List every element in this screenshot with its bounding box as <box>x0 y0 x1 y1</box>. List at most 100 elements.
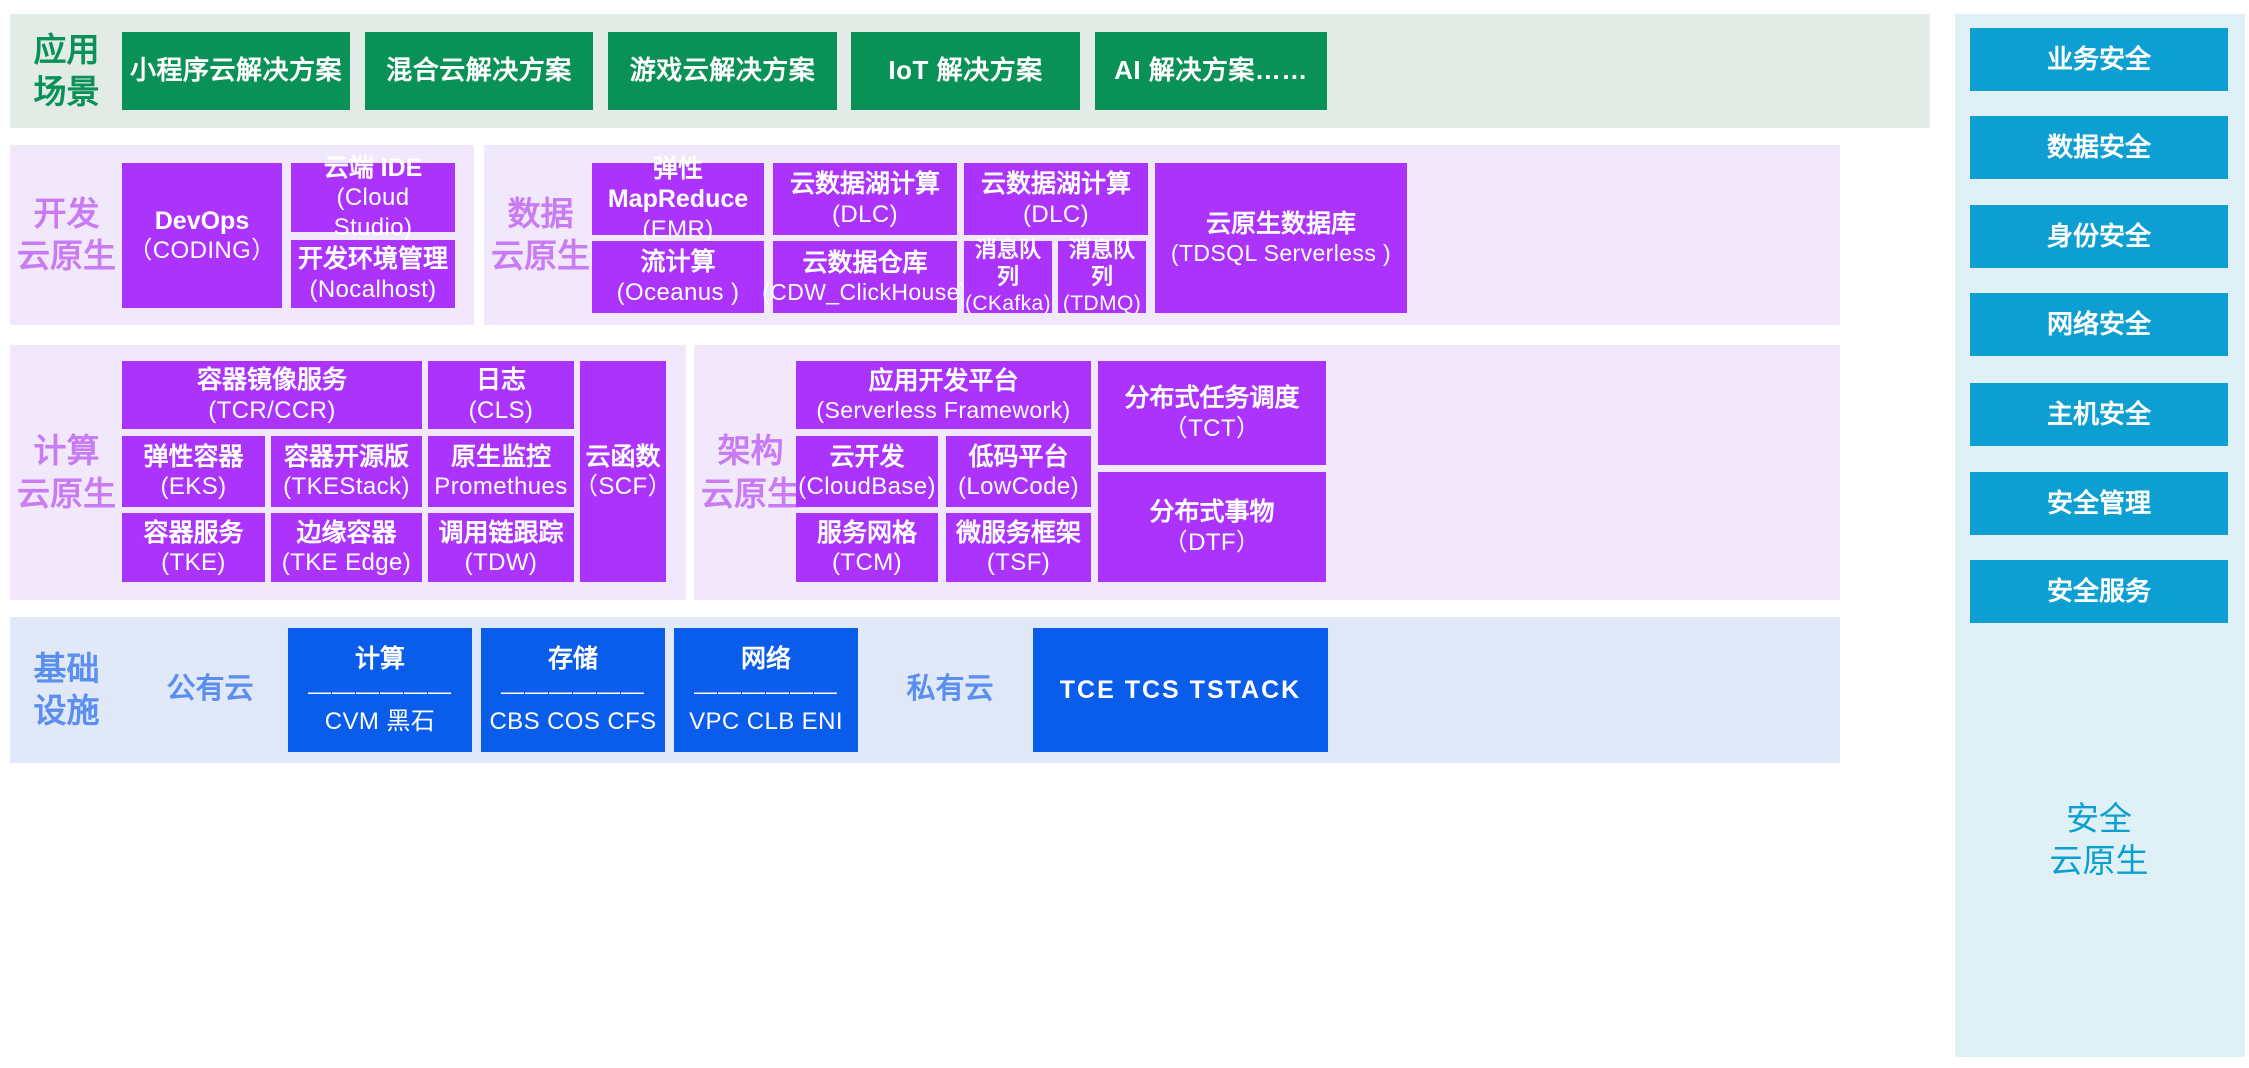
tile-native-monitoring-promethues[interactable]: 原生监控 Promethues <box>428 436 574 507</box>
tile-title: 混合云解决方案 <box>386 55 572 86</box>
tile-subtitle: (CKafka) <box>964 292 1052 316</box>
tile-title: 微服务框架 <box>955 518 1081 547</box>
tile-subtitle: TCE TCS TSTACK <box>1059 675 1302 704</box>
tile-business-security[interactable]: 业务安全 <box>1970 28 2228 91</box>
tile-subtitle: (TKE Edge) <box>281 549 412 577</box>
tile-elastic-container-eks[interactable]: 弹性容器 (EKS) <box>122 436 265 507</box>
row-label-data-native: 数据 云原生 <box>491 194 590 274</box>
tile-title: 云端 IDE <box>323 153 423 182</box>
tile-host-security[interactable]: 主机安全 <box>1970 383 2228 446</box>
tile-title: DevOps <box>154 206 250 235</box>
tile-stream-compute-oceanus[interactable]: 流计算 (Oceanus ) <box>592 241 764 313</box>
tile-elastic-mapreduce-emr[interactable]: 弹性 MapReduce (EMR) <box>592 155 764 243</box>
tile-title: 网络安全 <box>2046 308 2151 339</box>
tile-ai-solution[interactable]: AI 解决方案…… <box>1095 32 1327 110</box>
tile-subtitle: （TCT） <box>1163 414 1261 442</box>
tile-tce-tcs-tstack[interactable]: TCE TCS TSTACK <box>1033 628 1328 752</box>
tile-title: 调用链跟踪 <box>438 518 564 547</box>
tile-container-opensource-tkestack[interactable]: 容器开源版 (TKEStack) <box>271 436 422 507</box>
tile-subtitle: (TCM) <box>832 549 902 577</box>
tile-subtitle: （CODING） <box>128 237 276 265</box>
tile-subtitle: (TDW) <box>464 549 538 577</box>
tile-title: 数据安全 <box>2046 131 2151 162</box>
tile-title: 安全管理 <box>2046 487 2151 518</box>
tile-hybrid-cloud-solution[interactable]: 混合云解决方案 <box>365 32 593 110</box>
tile-subtitle: CBS COS CFS <box>489 707 657 735</box>
tile-subtitle: （SCF） <box>574 473 672 501</box>
row-label-dev-native: 开发 云原生 <box>17 194 116 274</box>
tile-microservice-framework-tsf[interactable]: 微服务框架 (TSF) <box>946 513 1091 582</box>
tile-subtitle: (TDSQL Serverless ) <box>1170 240 1392 267</box>
tile-message-queue-ckafka[interactable]: 消息队列 (CKafka) <box>964 237 1052 315</box>
tile-title: 弹性容器 <box>143 442 244 471</box>
tile-divider: —————— <box>308 677 452 704</box>
tile-title: 低码平台 <box>968 442 1069 471</box>
tile-cloud-data-warehouse-cdw-clickhouse[interactable]: 云数据仓库 (CDW_ClickHouse) <box>762 241 967 313</box>
tile-title: 云开发 <box>829 442 905 471</box>
tile-title: 云原生数据库 <box>1205 209 1356 238</box>
tile-subtitle: CVM 黑石 <box>324 707 436 735</box>
tile-title: 容器镜像服务 <box>196 366 347 395</box>
tile-cloud-ide-cloud-studio[interactable]: 云端 IDE (Cloud Studio) <box>291 154 455 241</box>
tile-title: 容器服务 <box>143 518 244 547</box>
tile-data-lake-compute-dlc-2[interactable]: 云数据湖计算 (DLC) <box>964 163 1148 235</box>
tile-subtitle: (Nocalhost) <box>309 275 437 303</box>
tile-divider: —————— <box>501 677 645 704</box>
tile-identity-security[interactable]: 身份安全 <box>1970 205 2228 268</box>
tile-network-security[interactable]: 网络安全 <box>1970 293 2228 356</box>
row-label-application-scenarios: 应用 场景 <box>33 30 100 110</box>
tile-dev-env-management-nocalhost[interactable]: 开发环境管理 (Nocalhost) <box>291 240 455 308</box>
tile-security-management[interactable]: 安全管理 <box>1970 472 2228 535</box>
tile-security-service[interactable]: 安全服务 <box>1970 560 2228 623</box>
tile-subtitle: (TDMQ) <box>1062 292 1142 316</box>
tile-cloud-native-database-tdsql-serverless[interactable]: 云原生数据库 (TDSQL Serverless ) <box>1155 163 1407 313</box>
tile-title: 云数据湖计算 <box>980 170 1131 199</box>
tile-storage-cbs-cos-cfs[interactable]: 存储 —————— CBS COS CFS <box>481 628 665 752</box>
row-label-compute-native: 计算 云原生 <box>17 432 116 512</box>
tile-title: 云数据湖计算 <box>789 170 940 199</box>
tile-subtitle: (DLC) <box>1023 200 1089 228</box>
tile-title: 游戏云解决方案 <box>629 55 816 86</box>
tile-devops-coding[interactable]: DevOps （CODING） <box>122 163 282 308</box>
tile-service-mesh-tcm[interactable]: 服务网格 (TCM) <box>796 513 938 582</box>
tile-title: 服务网格 <box>816 518 917 547</box>
tile-title: 流计算 <box>640 248 716 277</box>
tile-game-cloud-solution[interactable]: 游戏云解决方案 <box>608 32 837 110</box>
label-public-cloud: 公有云 <box>166 673 254 706</box>
tile-mini-program-cloud-solution[interactable]: 小程序云解决方案 <box>122 32 350 110</box>
tile-low-code-platform-lowcode[interactable]: 低码平台 (LowCode) <box>946 436 1091 507</box>
tile-title: 开发环境管理 <box>297 245 448 274</box>
security-native-panel <box>1955 14 2245 1057</box>
tile-subtitle: (CDW_ClickHouse) <box>762 279 968 306</box>
tile-trace-tdw[interactable]: 调用链跟踪 (TDW) <box>428 513 574 582</box>
tile-subtitle: (LowCode) <box>958 473 1079 501</box>
tile-title: 云数据仓库 <box>802 248 928 277</box>
tile-app-dev-platform-serverless-framework[interactable]: 应用开发平台 (Serverless Framework) <box>796 361 1091 429</box>
tile-log-cls[interactable]: 日志 (CLS) <box>428 361 574 429</box>
tile-cloud-development-cloudbase[interactable]: 云开发 (CloudBase) <box>796 436 938 507</box>
tile-container-registry-tcr-ccr[interactable]: 容器镜像服务 (TCR/CCR) <box>122 361 422 429</box>
tile-network-vpc-clb-eni[interactable]: 网络 —————— VPC CLB ENI <box>674 628 858 752</box>
tile-subtitle: (Serverless Framework) <box>816 397 1071 424</box>
tile-distributed-transaction-dtf[interactable]: 分布式事物 （DTF） <box>1098 472 1326 582</box>
tile-title: 原生监控 <box>450 442 551 471</box>
tile-title: 主机安全 <box>2046 398 2151 429</box>
tile-cloud-function-scf[interactable]: 云函数 （SCF） <box>574 361 672 582</box>
tile-subtitle: (Cloud Studio) <box>333 184 413 241</box>
tile-subtitle: (TSF) <box>986 549 1051 577</box>
tile-message-queue-tdmq[interactable]: 消息队列 (TDMQ) <box>1058 237 1146 315</box>
tile-data-lake-compute-dlc-1[interactable]: 云数据湖计算 (DLC) <box>773 163 957 235</box>
tile-subtitle: (EKS) <box>160 473 227 501</box>
tile-subtitle: (CLS) <box>468 396 534 424</box>
tile-compute-cvm-blackstone[interactable]: 计算 —————— CVM 黑石 <box>288 628 472 752</box>
tile-container-service-tke[interactable]: 容器服务 (TKE) <box>122 513 265 582</box>
tile-subtitle: (DLC) <box>832 200 898 228</box>
tile-iot-solution[interactable]: IoT 解决方案 <box>851 32 1080 110</box>
tile-subtitle: (TKE) <box>161 549 226 577</box>
tile-distributed-task-scheduling-tct[interactable]: 分布式任务调度 （TCT） <box>1098 361 1326 465</box>
tile-data-security[interactable]: 数据安全 <box>1970 116 2228 179</box>
tile-edge-container-tke-edge[interactable]: 边缘容器 (TKE Edge) <box>271 513 422 582</box>
tile-subtitle: （DTF） <box>1163 528 1261 556</box>
tile-divider: —————— <box>694 677 838 704</box>
tile-title: IoT 解决方案 <box>888 55 1043 86</box>
